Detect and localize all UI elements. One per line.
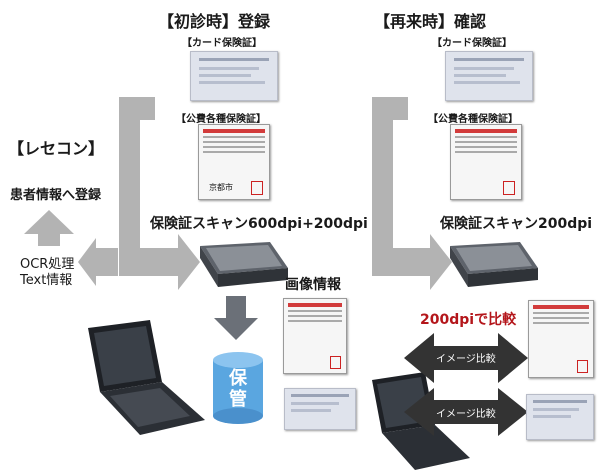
ocr-line-1: OCR処理 xyxy=(20,257,75,272)
scanner-first-visit xyxy=(200,242,288,287)
revisit-flow-arrow xyxy=(372,97,452,290)
compare-dpi-label: 200dpiで比較 xyxy=(420,312,517,328)
seal-icon xyxy=(577,360,588,373)
revisit-title: 【再来時】確認 xyxy=(374,12,487,31)
seal-icon xyxy=(503,181,515,195)
scanner-revisit xyxy=(450,242,538,287)
image-info-card xyxy=(284,388,356,430)
revisit-card-image xyxy=(445,51,533,101)
seal-icon xyxy=(251,181,263,195)
first-visit-flow-arrow xyxy=(119,97,200,290)
revisit-card-caption: 【カード保険証】 xyxy=(432,38,512,49)
first-visit-card-image xyxy=(190,51,278,101)
rececon-register-label: 患者情報へ登録 xyxy=(10,188,102,203)
image-info-public-cert xyxy=(283,298,347,374)
ocr-arrow xyxy=(78,238,118,286)
first-visit-card-caption: 【カード保険証】 xyxy=(182,38,262,49)
compare-arrow-2-shape xyxy=(404,388,528,436)
compare-arrow-1-shape xyxy=(404,333,528,383)
laptop-first-visit xyxy=(88,320,205,435)
register-up-arrow xyxy=(24,210,74,246)
rececon-title: 【レセコン】 xyxy=(8,139,105,158)
revisit-compare-card xyxy=(526,394,594,440)
first-visit-public-caption: 【公費各種保険証】 xyxy=(176,114,266,125)
revisit-compare-cert xyxy=(528,300,594,378)
ocr-line-2: Text情報 xyxy=(20,273,73,288)
seal-icon xyxy=(330,356,341,369)
revisit-public-cert-image xyxy=(450,124,522,200)
cert-stamp-text: 京都市 xyxy=(209,183,233,192)
first-visit-public-cert-image: 京都市 xyxy=(198,124,270,200)
storage-label: 保管 xyxy=(229,368,247,410)
compare-arrow-1-label: イメージ比較 xyxy=(436,354,496,365)
revisit-scan-label: 保険証スキャン200dpi xyxy=(440,216,593,232)
storage-down-arrow xyxy=(214,296,258,340)
image-info-label: 画像情報 xyxy=(285,277,341,293)
storage-cylinder xyxy=(213,352,263,424)
compare-arrow-2-label: イメージ比較 xyxy=(436,409,496,420)
first-visit-title: 【初診時】登録 xyxy=(158,12,271,31)
revisit-public-caption: 【公費各種保険証】 xyxy=(428,114,518,125)
first-visit-scan-label: 保険証スキャン600dpi+200dpi xyxy=(150,216,368,232)
ocr-label: OCR処理 Text情報 xyxy=(20,257,74,289)
